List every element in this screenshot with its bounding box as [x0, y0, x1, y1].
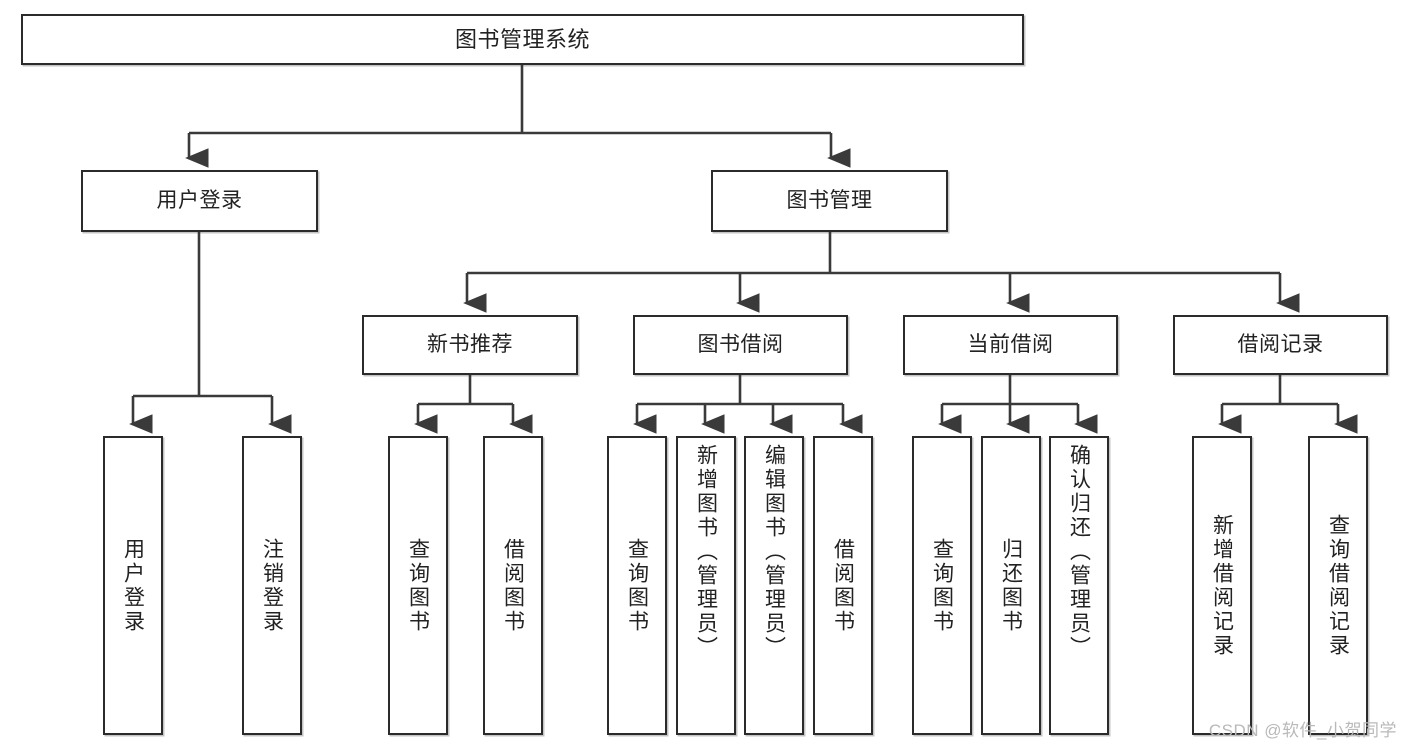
node-root-system[interactable]: 图书管理系统: [21, 14, 1024, 65]
leaf-user-login-login[interactable]: 用户登录: [103, 436, 163, 735]
leaf-new-book-borrow[interactable]: 借阅图书: [483, 436, 543, 735]
node-label: 用户登录: [121, 537, 145, 634]
node-book-borrow[interactable]: 图书借阅: [633, 315, 848, 375]
leaf-user-login-logout[interactable]: 注销登录: [242, 436, 302, 735]
node-label: 图书管理系统: [454, 26, 590, 52]
node-user-login[interactable]: 用户登录: [81, 170, 318, 232]
leaf-book-borrow-query[interactable]: 查询图书: [607, 436, 667, 735]
node-label: 新增借阅记录: [1210, 513, 1234, 658]
node-label: 注销登录: [260, 537, 284, 634]
leaf-book-borrow-borrow[interactable]: 借阅图书: [813, 436, 873, 735]
node-borrow-record[interactable]: 借阅记录: [1173, 315, 1388, 375]
node-book-management[interactable]: 图书管理: [711, 170, 948, 232]
leaf-book-borrow-edit[interactable]: 编辑图书（管理员）: [744, 436, 804, 735]
node-label: 用户登录: [156, 188, 243, 212]
node-label: 借阅记录: [1237, 332, 1324, 356]
node-label: 查询图书: [406, 537, 430, 634]
node-label: 新书推荐: [427, 332, 513, 356]
node-label: 查询图书: [930, 537, 954, 634]
leaf-borrow-record-query[interactable]: 查询借阅记录: [1308, 436, 1368, 735]
leaf-current-borrow-return[interactable]: 归还图书: [981, 436, 1041, 735]
leaf-new-book-query[interactable]: 查询图书: [388, 436, 448, 735]
leaf-book-borrow-add[interactable]: 新增图书（管理员）: [676, 436, 736, 735]
node-label: 查询借阅记录: [1326, 513, 1350, 658]
node-label: 图书借阅: [697, 332, 784, 356]
node-label: 当前借阅: [967, 332, 1054, 356]
node-label: 查询图书: [625, 537, 649, 634]
csdn-watermark: CSDN @软件_小贺同学: [1208, 721, 1397, 740]
leaf-borrow-record-add[interactable]: 新增借阅记录: [1192, 436, 1252, 735]
node-current-borrow[interactable]: 当前借阅: [903, 315, 1118, 375]
node-label: 借阅图书: [831, 537, 855, 634]
node-label: 借阅图书: [501, 537, 525, 634]
node-label: 新增图书（管理员）: [694, 444, 718, 660]
node-label: 编辑图书（管理员）: [762, 444, 786, 660]
node-new-book-recommend[interactable]: 新书推荐: [362, 315, 578, 375]
leaf-current-borrow-query[interactable]: 查询图书: [912, 436, 972, 735]
leaf-current-borrow-confirm-return[interactable]: 确认归还（管理员）: [1049, 436, 1109, 735]
node-label: 归还图书: [999, 537, 1023, 634]
node-label: 确认归还（管理员）: [1067, 444, 1091, 660]
node-label: 图书管理: [786, 188, 873, 212]
